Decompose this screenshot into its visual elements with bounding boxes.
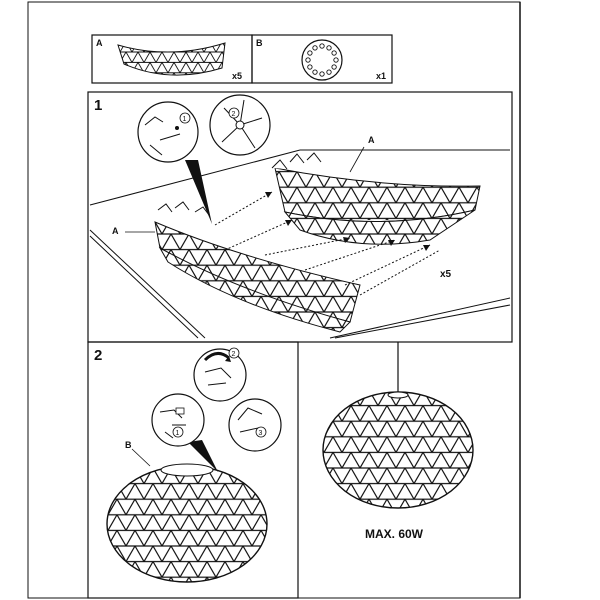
step-2-number: 2 bbox=[94, 347, 102, 364]
step-1-quantity: x5 bbox=[440, 269, 452, 280]
part-a-quantity: x5 bbox=[232, 71, 242, 81]
table-surface bbox=[89, 149, 511, 339]
max-wattage-label: MAX. 60W bbox=[365, 527, 424, 541]
step-1-number: 1 bbox=[94, 97, 102, 114]
detail-pointer-2 bbox=[188, 440, 218, 472]
step-2-panel: 2 B 1 2 3 bbox=[87, 341, 299, 599]
detail-callout-1 bbox=[137, 101, 199, 163]
detail-pointer bbox=[185, 160, 212, 224]
lattice-ball-assembled bbox=[106, 463, 268, 583]
ring-hole bbox=[312, 69, 318, 75]
detail-callout-step2-2 bbox=[193, 348, 247, 402]
ring-hole bbox=[319, 43, 325, 49]
detail-callout-2 bbox=[209, 94, 271, 156]
ring-hole bbox=[319, 71, 325, 77]
step-1-callout-2: 2 bbox=[232, 111, 236, 118]
step-1-label-a-right: A bbox=[368, 135, 375, 145]
ring-hole bbox=[331, 64, 337, 70]
step-2-callout-1: 1 bbox=[176, 430, 180, 437]
ring-hole bbox=[326, 69, 332, 75]
part-b-letter: B bbox=[256, 38, 263, 48]
ring-hole bbox=[312, 45, 318, 51]
assembly-arrows bbox=[214, 191, 441, 296]
ring-hole bbox=[326, 45, 332, 51]
final-pendant-lamp bbox=[322, 342, 474, 509]
part-b-box bbox=[251, 34, 393, 84]
parts-row: A x5 B x1 bbox=[91, 34, 393, 84]
ring-hole bbox=[331, 50, 337, 56]
detail-callout-step2-3 bbox=[228, 398, 282, 452]
step-1-label-a-left: A bbox=[112, 226, 119, 236]
ring-hole bbox=[307, 50, 313, 56]
connector-ring-part-b bbox=[301, 39, 343, 81]
part-b-quantity: x1 bbox=[376, 71, 386, 81]
step-2-label-b: B bbox=[125, 440, 132, 450]
step-2-callout-3: 3 bbox=[259, 430, 263, 437]
step-2-callout-2: 2 bbox=[232, 351, 236, 358]
ring-hole bbox=[333, 57, 339, 63]
detail-callout-step2-1 bbox=[151, 393, 205, 447]
step-1-panel: 1 bbox=[87, 91, 513, 343]
step-1-callout-1: 1 bbox=[183, 116, 187, 123]
ring-hole bbox=[305, 57, 311, 63]
lattice-strip-right bbox=[271, 152, 481, 245]
part-a-letter: A bbox=[96, 38, 103, 48]
lattice-strip-part-a bbox=[117, 42, 226, 76]
ring-hole bbox=[307, 64, 313, 70]
